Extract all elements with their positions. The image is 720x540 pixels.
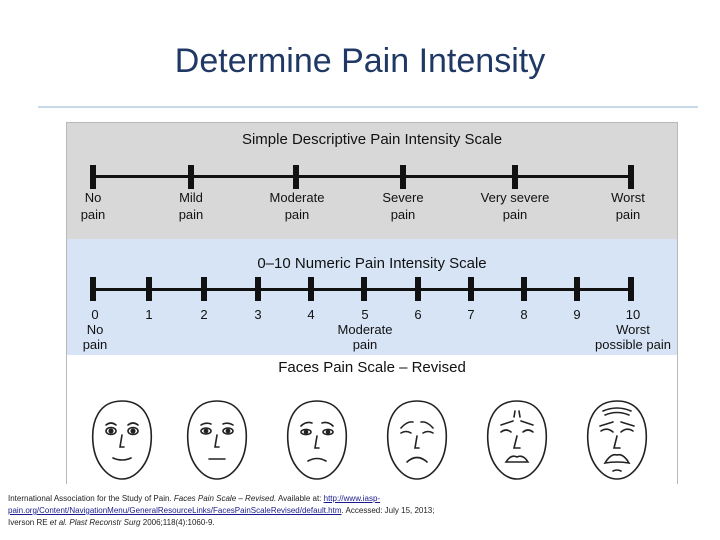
descriptive-tick xyxy=(188,165,194,189)
numeric-tick xyxy=(415,277,421,301)
face-4-icon xyxy=(288,401,347,479)
numeric-label-10: 10 Worst possible pain xyxy=(578,307,688,352)
faces-scale-title: Faces Pain Scale – Revised xyxy=(67,359,677,376)
descriptive-tick xyxy=(628,165,634,189)
slide-title: Determine Pain Intensity xyxy=(0,42,720,81)
face-0-icon xyxy=(93,401,152,479)
descriptive-scale-title: Simple Descriptive Pain Intensity Scale xyxy=(67,131,677,148)
numeric-tick xyxy=(146,277,152,301)
descriptive-tick xyxy=(293,165,299,189)
numeric-scale-title: 0–10 Numeric Pain Intensity Scale xyxy=(67,255,677,272)
numeric-tick xyxy=(521,277,527,301)
descriptive-scale-axis xyxy=(93,175,633,178)
numeric-scale-section: 0–10 Numeric Pain Intensity Scale 0 No p… xyxy=(67,239,677,355)
face-10-icon xyxy=(588,401,647,479)
citation: International Association for the Study … xyxy=(8,493,528,529)
face-2-icon xyxy=(188,401,247,479)
descriptive-tick xyxy=(90,165,96,189)
faces-scale-section: Faces Pain Scale – Revised xyxy=(67,355,677,484)
pain-scales-panel: Simple Descriptive Pain Intensity Scale … xyxy=(66,122,678,484)
numeric-tick xyxy=(574,277,580,301)
numeric-tick xyxy=(308,277,314,301)
faces-row xyxy=(67,395,677,481)
descriptive-tick xyxy=(512,165,518,189)
title-divider xyxy=(38,106,698,108)
descriptive-scale-section: Simple Descriptive Pain Intensity Scale … xyxy=(67,123,677,239)
descriptive-tick xyxy=(400,165,406,189)
numeric-tick xyxy=(90,277,96,301)
numeric-tick xyxy=(201,277,207,301)
numeric-tick xyxy=(361,277,367,301)
face-6-icon xyxy=(388,401,447,479)
numeric-tick xyxy=(468,277,474,301)
numeric-tick xyxy=(255,277,261,301)
face-8-icon xyxy=(488,401,547,479)
numeric-tick xyxy=(628,277,634,301)
